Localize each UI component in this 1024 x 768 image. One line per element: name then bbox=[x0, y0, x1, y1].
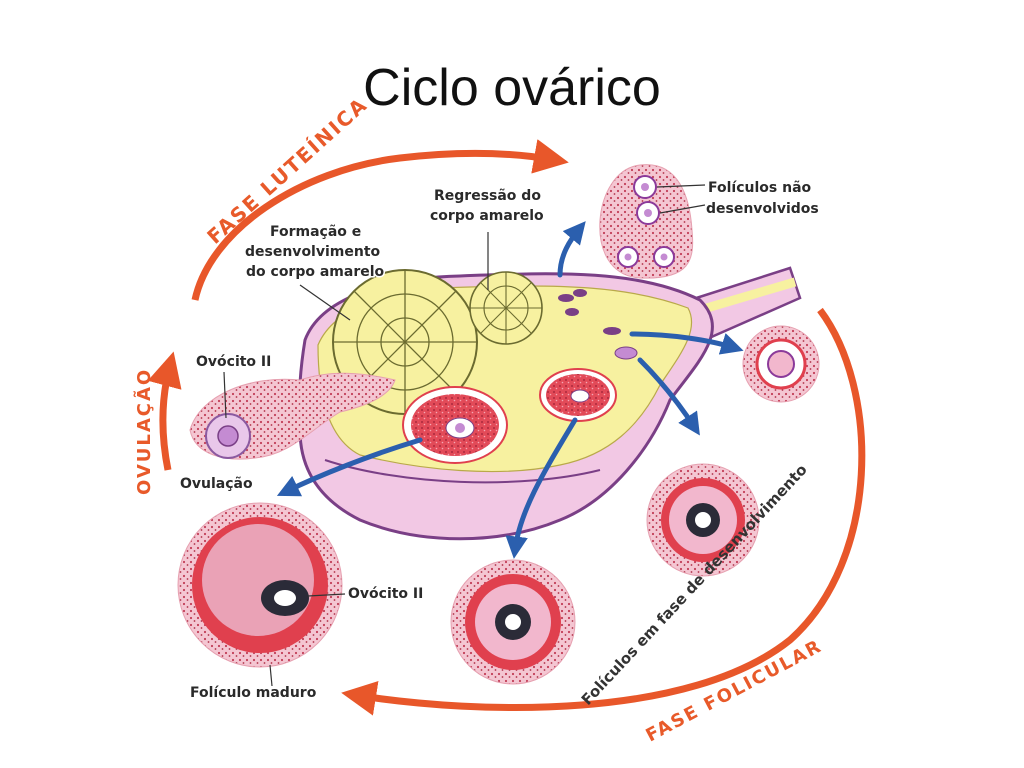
mature-follicle bbox=[177, 502, 343, 668]
development-arrows bbox=[276, 221, 744, 559]
slide-title: Ciclo ovárico bbox=[363, 59, 661, 117]
follicular-phase-arrow bbox=[341, 307, 866, 716]
pointer-lines bbox=[223, 232, 489, 687]
undeveloped-follicles-label-1: Folículos não bbox=[708, 180, 812, 196]
ovulation-release bbox=[189, 372, 396, 460]
corpus-luteum-regression-label-2: corpo amarelo bbox=[430, 208, 544, 224]
corpus-luteum-regression-label-1: Regressão do bbox=[434, 188, 541, 204]
developing-follicle-medium bbox=[646, 463, 760, 577]
corpus-luteum-formation-label-3: do corpo amarelo bbox=[246, 264, 385, 280]
ovulation-arrow bbox=[147, 351, 182, 471]
corpus-luteum-formation-label-1: Formação e bbox=[270, 224, 361, 240]
luteal-phase-arrow bbox=[191, 139, 569, 301]
undeveloped-follicles bbox=[599, 164, 706, 279]
corpus-luteum-formation-label-2: desenvolvimento bbox=[245, 244, 381, 260]
ovulation-label: Ovulação bbox=[180, 476, 253, 492]
ovary-growing-follicle-1 bbox=[402, 386, 508, 464]
ovulation-vertical-label: OVULAÇÃO bbox=[132, 368, 155, 495]
mature-follicle-label: Folículo maduro bbox=[190, 685, 317, 701]
developing-follicle-small bbox=[742, 325, 820, 403]
corpus-luteum-regressing bbox=[469, 271, 543, 345]
secondary-oocyte-label-bottom: Ovócito II bbox=[348, 586, 423, 602]
secondary-oocyte-label-top: Ovócito II bbox=[196, 354, 271, 370]
undeveloped-follicles-label-2: desenvolvidos bbox=[706, 201, 819, 217]
developing-follicle-large bbox=[450, 559, 576, 685]
ovary-small-follicles bbox=[558, 289, 638, 360]
ovary-growing-follicle-2 bbox=[539, 368, 617, 422]
